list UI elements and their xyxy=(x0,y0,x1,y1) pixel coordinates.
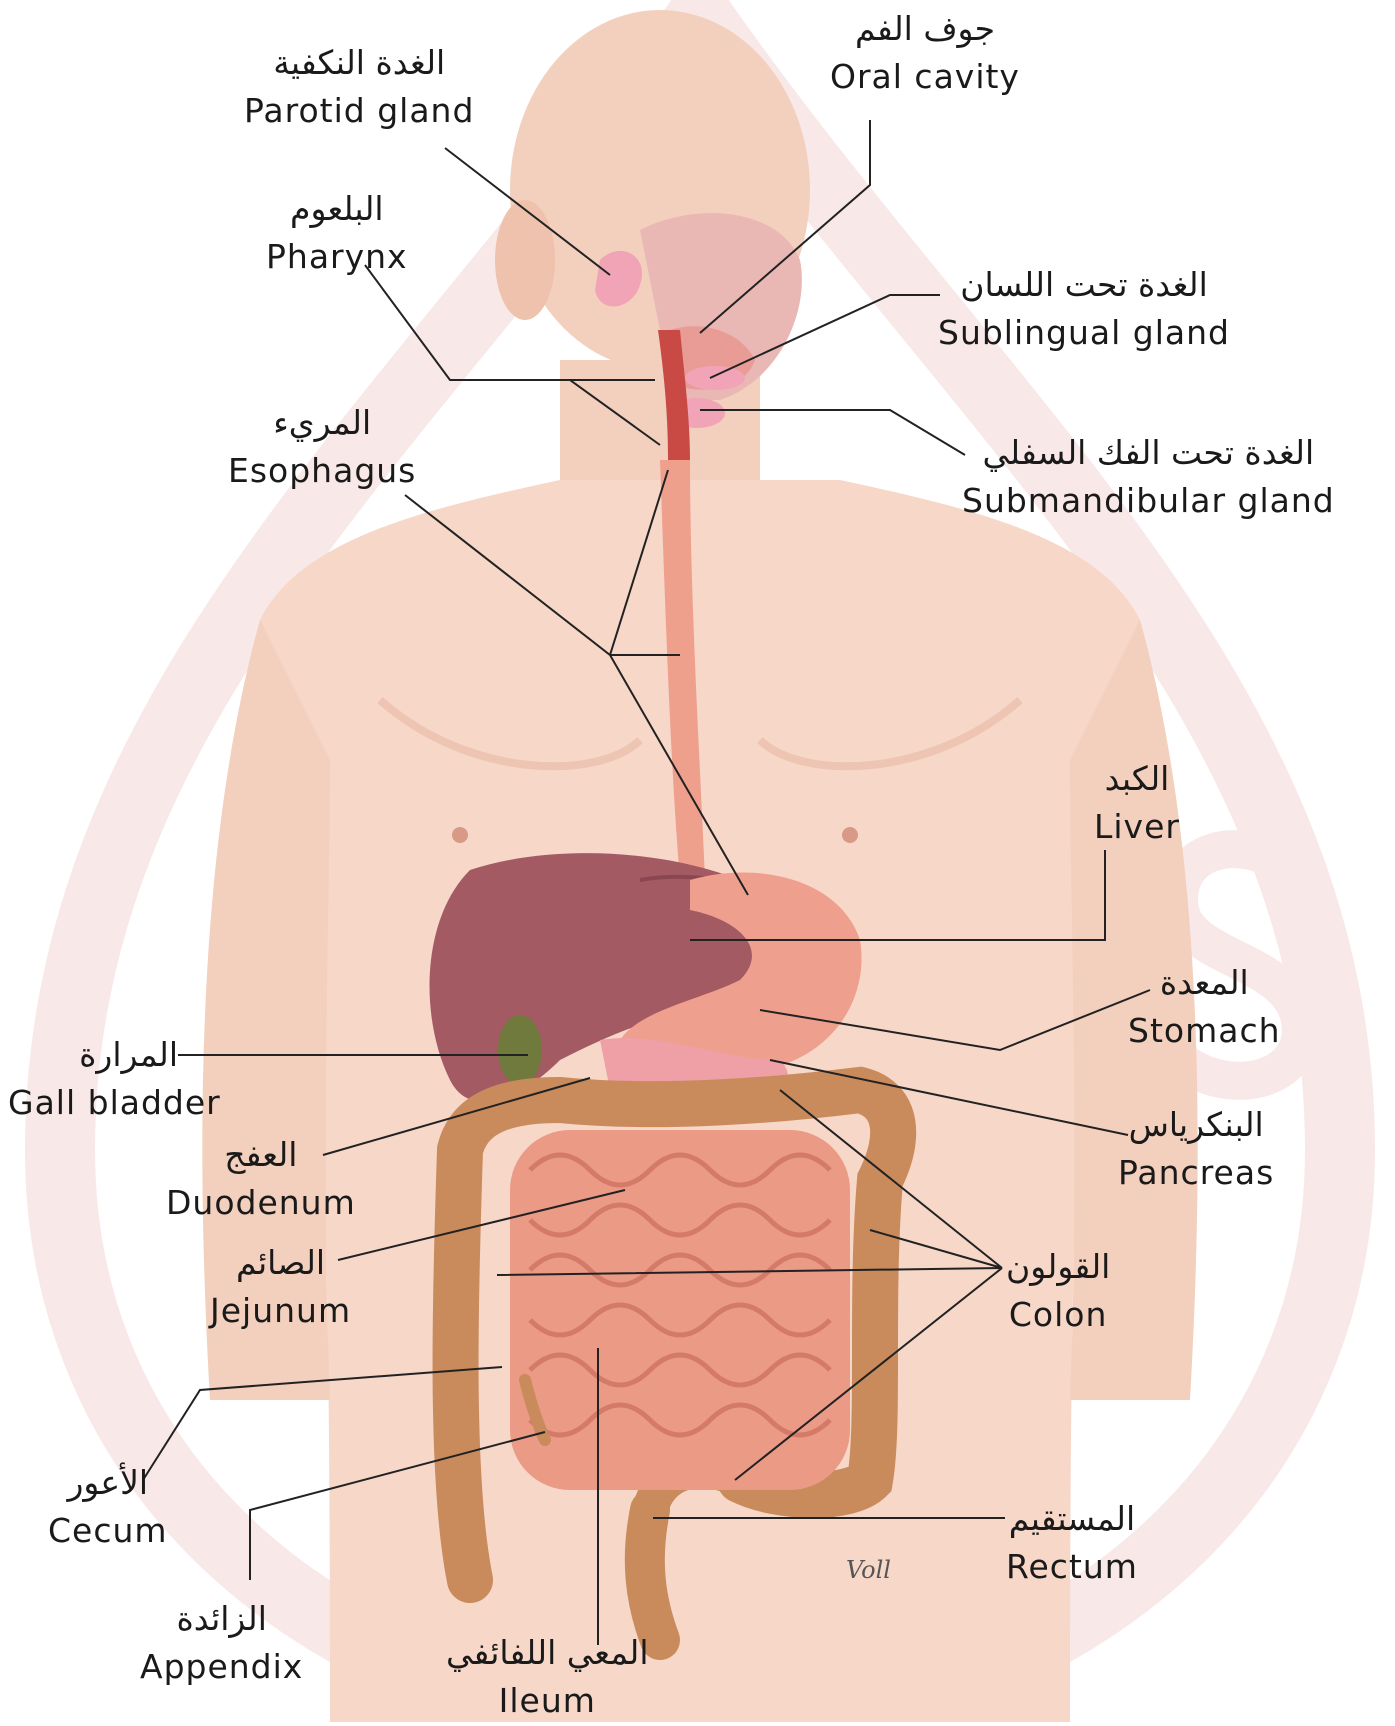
label-esophagus: المريء Esophagus xyxy=(228,400,416,496)
label-en: Sublingual gland xyxy=(938,308,1230,358)
label-duodenum: العفج Duodenum xyxy=(166,1132,356,1228)
label-ar: البنكرياس xyxy=(1118,1102,1274,1148)
label-en: Appendix xyxy=(140,1642,303,1692)
label-en: Duodenum xyxy=(166,1178,356,1228)
label-en: Stomach xyxy=(1128,1006,1281,1056)
label-ar: القولون xyxy=(1006,1244,1110,1290)
label-en: Cecum xyxy=(48,1506,168,1556)
label-ar: العفج xyxy=(166,1132,356,1178)
label-pancreas: البنكرياس Pancreas xyxy=(1118,1102,1274,1198)
label-en: Jejunum xyxy=(210,1286,351,1336)
label-rectum: المستقيم Rectum xyxy=(1006,1496,1138,1592)
label-en: Oral cavity xyxy=(830,52,1020,102)
label-ar: الصائم xyxy=(210,1240,351,1286)
label-ar: جوف الفم xyxy=(830,6,1020,52)
artist-signature: Voll xyxy=(846,1556,891,1584)
label-gall-bladder: المرارة Gall bladder xyxy=(8,1032,221,1128)
label-ar: البلعوم xyxy=(266,186,408,232)
small-intestine xyxy=(510,1130,850,1490)
label-sublingual-gland: الغدة تحت اللسان Sublingual gland xyxy=(938,262,1230,358)
label-colon: القولون Colon xyxy=(1006,1244,1110,1340)
label-en: Liver xyxy=(1094,802,1180,852)
label-en: Gall bladder xyxy=(8,1078,221,1128)
label-ar: الأعور xyxy=(48,1460,168,1506)
label-ar: الغدة تحت الفك السفلي xyxy=(962,430,1335,476)
label-en: Submandibular gland xyxy=(962,476,1335,526)
label-ar: الكبد xyxy=(1094,756,1180,802)
label-en: Esophagus xyxy=(228,446,416,496)
label-oral-cavity: جوف الفم Oral cavity xyxy=(830,6,1020,102)
label-ar: المرارة xyxy=(8,1032,178,1078)
label-parotid-gland: الغدة النكفية Parotid gland xyxy=(244,40,474,136)
label-ar: الزائدة xyxy=(140,1596,303,1642)
label-en: Pancreas xyxy=(1118,1148,1274,1198)
label-stomach: المعدة Stomach xyxy=(1128,960,1281,1056)
label-ar: المعي اللفائفي xyxy=(446,1630,649,1676)
label-jejunum: الصائم Jejunum xyxy=(210,1240,351,1336)
label-ar: الغدة تحت اللسان xyxy=(938,262,1230,308)
label-appendix: الزائدة Appendix xyxy=(140,1596,303,1692)
label-cecum: الأعور Cecum xyxy=(48,1460,168,1556)
label-en: Ileum xyxy=(446,1676,649,1726)
label-ar: الغدة النكفية xyxy=(244,40,474,86)
label-pharynx: البلعوم Pharynx xyxy=(266,186,408,282)
label-liver: الكبد Liver xyxy=(1094,756,1180,852)
rectum xyxy=(645,1510,660,1640)
label-ar: المستقيم xyxy=(1006,1496,1138,1542)
label-en: Rectum xyxy=(1006,1542,1138,1592)
label-en: Parotid gland xyxy=(244,86,474,136)
label-en: Pharynx xyxy=(266,232,408,282)
label-ileum: المعي اللفائفي Ileum xyxy=(446,1630,649,1726)
gall-bladder xyxy=(498,1015,542,1085)
label-ar: المريء xyxy=(228,400,416,446)
label-en: Colon xyxy=(1006,1290,1110,1340)
sublingual-gland xyxy=(685,366,745,390)
label-submandibular-gland: الغدة تحت الفك السفلي Submandibular glan… xyxy=(962,430,1335,526)
label-ar: المعدة xyxy=(1128,960,1281,1006)
